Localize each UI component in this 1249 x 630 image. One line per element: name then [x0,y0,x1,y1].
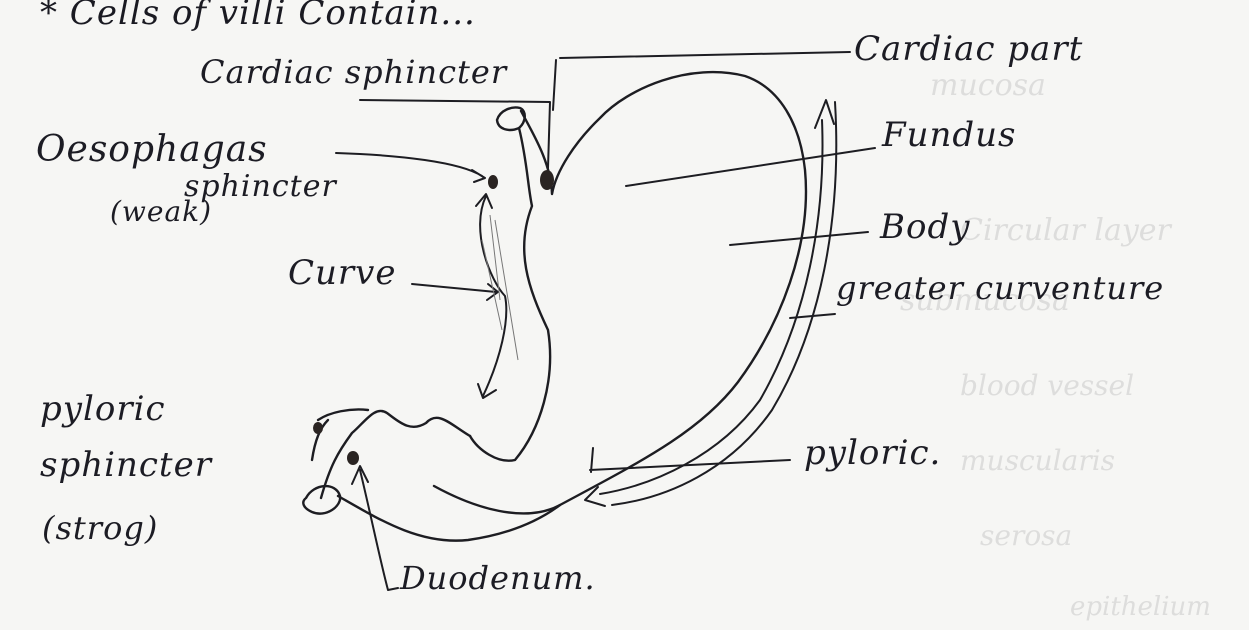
greater-curvature-band-inner [612,102,836,505]
pyloric-tube-upper [318,409,368,420]
leader-cardiac-part-drop [553,60,556,110]
oesophageal-sphincter-dot [488,175,498,189]
label-curve: Curve [288,256,397,290]
label-weak: (weak) [110,198,212,226]
label-pyloric-left: pyloric [40,392,166,426]
leader-pyloric-right [590,448,790,472]
leader-cardiac-part [560,52,850,58]
svg-text:Circular layer: Circular layer [960,213,1173,248]
leader-body [730,232,868,245]
pyloric-sphincter-dot [313,422,323,434]
label-body: Body [880,210,970,244]
lesser-curvature-shading [482,215,518,360]
duodenum-outline [321,411,470,498]
leader-duodenum [352,466,398,590]
stomach-outer-wall [434,72,806,513]
label-cardiac-part: Cardiac part [854,32,1083,66]
leader-fundus [626,148,875,186]
arrow-up-head [815,100,834,128]
stomach-inner-wall [470,128,550,461]
curve-label-arrow [412,284,498,300]
label-duodenum: Duodenum. [400,562,596,594]
cardiac-sphincter-dot [540,170,554,190]
label-pyloric-right: pyloric. [804,436,941,470]
label-sphincter-left: sphincter [40,448,212,482]
svg-text:blood vessel: blood vessel [960,369,1134,402]
label-strong: (strog) [42,512,158,544]
svg-text:muscularis: muscularis [960,444,1115,477]
svg-text:epithelium: epithelium [1070,592,1211,622]
svg-text:serosa: serosa [980,519,1072,552]
label-fundus: Fundus [882,118,1017,152]
svg-text:mucosa: mucosa [930,68,1046,103]
leader-oesophagas [336,153,485,182]
duodenum-dot [347,451,359,465]
pyloric-tube-end [303,486,340,514]
label-cardiac-sphincter: Cardiac sphincter [200,56,507,88]
header-note: * Cells of villi Contain... [40,0,476,30]
label-oesophagas: Oesophagas [36,132,268,168]
label-greater-curvature: greater curventure [836,272,1164,304]
greater-curvature-band [600,120,822,494]
